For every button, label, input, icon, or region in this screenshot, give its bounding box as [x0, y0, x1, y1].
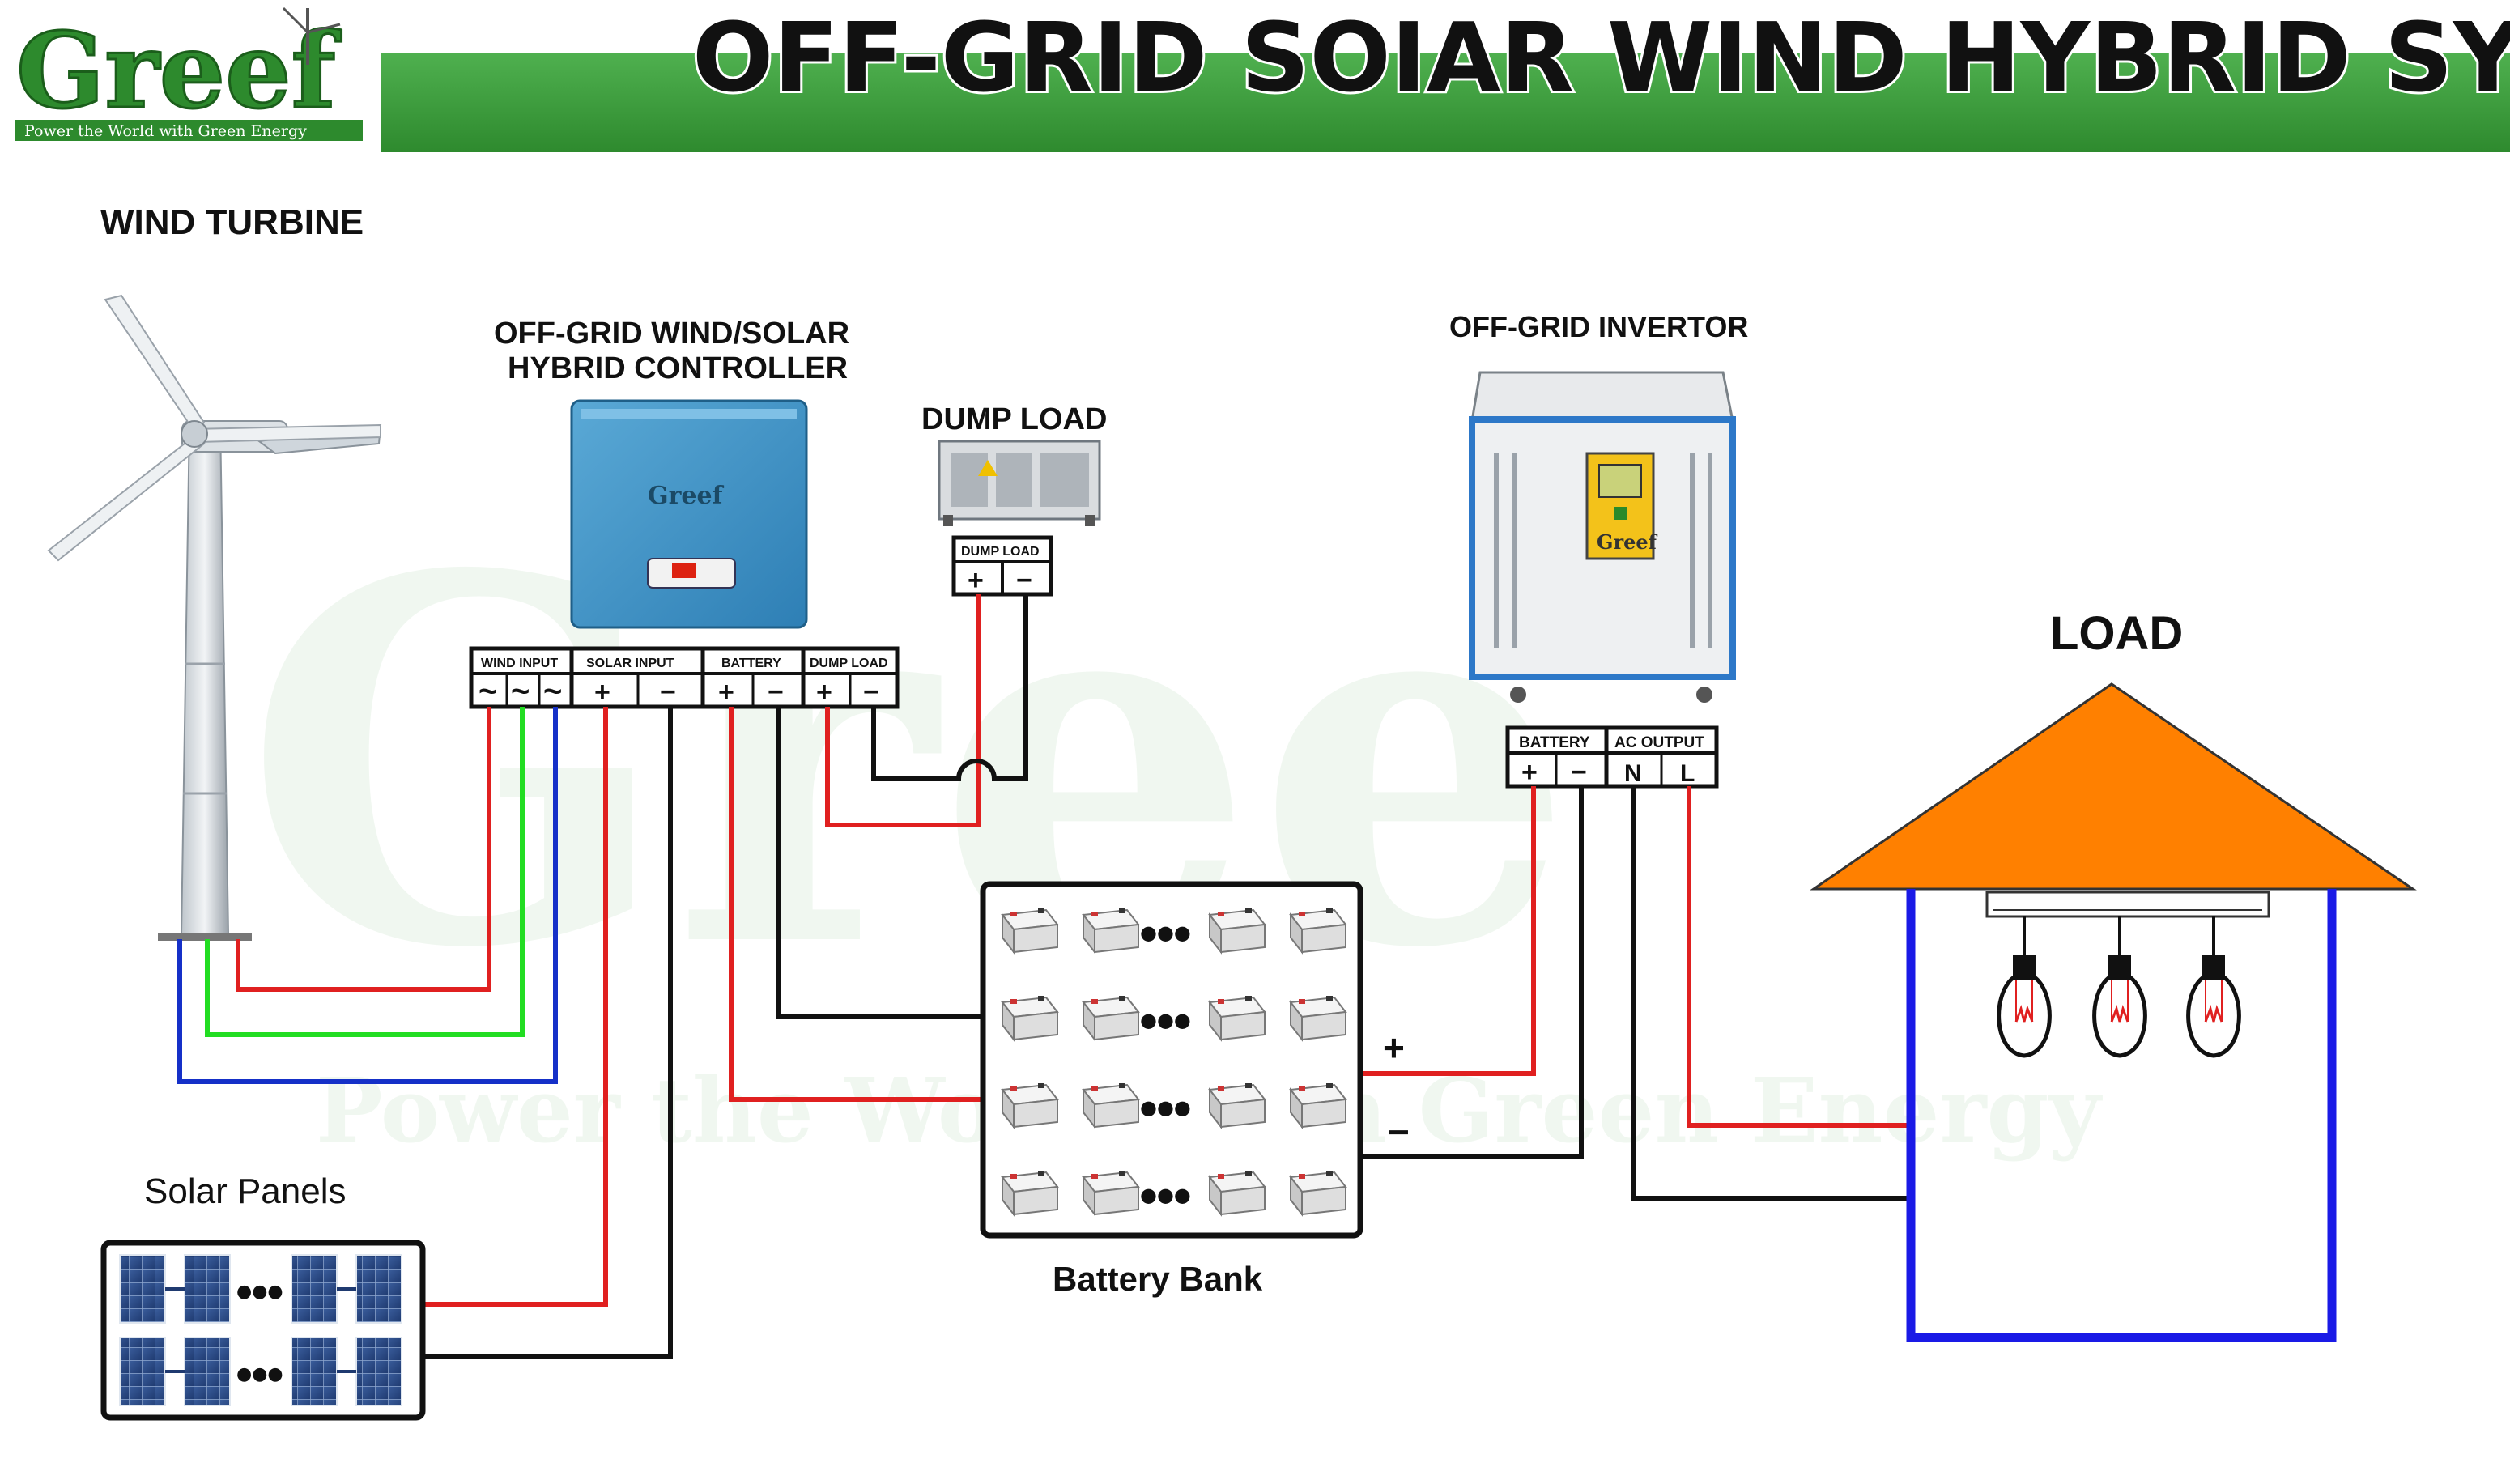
inverter-ac-output-label: AC OUTPUT: [1614, 734, 1704, 751]
battery-icon: [1208, 908, 1266, 955]
solar-input-label: SOLAR INPUT: [586, 657, 674, 670]
battery-icon: [1082, 1171, 1140, 1217]
load-house: [1810, 682, 2417, 1342]
battery-ellipsis: ●●●: [1140, 1096, 1191, 1119]
battery-grid: ●●● ●●● ●●● ●●●: [1001, 908, 1347, 1217]
svg-text:Greef: Greef: [648, 482, 725, 510]
solar-ellipsis-top: ●●●: [236, 1282, 283, 1302]
battery-icon: [1208, 1083, 1266, 1129]
controller-label-line2: HYBRID CONTROLLER: [508, 351, 848, 385]
ac-wire-neutral: [1632, 786, 1908, 1201]
wind-wire-red: [236, 707, 491, 992]
wind-wire-blue: [177, 707, 558, 1084]
battery-icon: [1289, 996, 1347, 1042]
light-bulb-icon: [2186, 916, 2241, 1058]
battery-icon: [1208, 996, 1266, 1042]
light-bulbs: [1997, 916, 2241, 1058]
dump-wire-black: [871, 594, 1028, 781]
wiring: [177, 594, 1908, 1359]
inverter-neutral: N: [1624, 760, 1642, 787]
solar-panels-label: Solar Panels: [144, 1171, 346, 1211]
svg-text:Gree: Gree: [243, 469, 1575, 1058]
light-bulb-icon: [2092, 916, 2147, 1058]
hybrid-controller-device: Greef: [570, 399, 808, 629]
dump-load-label: DUMP LOAD: [921, 402, 1107, 436]
battery-icon: [1082, 996, 1140, 1042]
load-label: LOAD: [2050, 607, 2183, 660]
inverter-plus: +: [1521, 757, 1538, 788]
solar-panel-icon: [119, 1254, 402, 1406]
svg-text:Power the World with Green Ene: Power the World with Green Energy: [24, 122, 307, 140]
house-wall: [1906, 889, 2337, 1342]
svg-text:Greef: Greef: [1597, 530, 1658, 554]
ctrl-battery-wire-red: [729, 707, 983, 1102]
wind-turbine-label: WIND TURBINE: [100, 202, 364, 242]
battery-minus-terminal: −: [768, 677, 784, 708]
wind-wire-green: [205, 707, 525, 1037]
wind-terminal-1: ~: [479, 674, 497, 709]
battery-icon: [1082, 908, 1140, 955]
solar-panel-array: ●●● ●●●: [100, 1240, 426, 1421]
dump-wire-red: [825, 594, 981, 827]
battery-bank: [980, 881, 1363, 1239]
dump-block-label: DUMP LOAD: [961, 545, 1040, 559]
controller-terminal-block: WIND INPUT SOLAR INPUT BATTERY DUMP LOAD…: [469, 646, 900, 709]
controller-battery-label: BATTERY: [721, 657, 781, 670]
inverter-minus: −: [1571, 757, 1587, 788]
battery-ellipsis: ●●●: [1140, 1184, 1191, 1206]
battery-plus-terminal: +: [718, 677, 734, 708]
dump-load-device: [938, 440, 1101, 526]
battery-ellipsis: ●●●: [1140, 1009, 1191, 1031]
solar-plus-terminal: +: [594, 677, 610, 708]
battery-ellipsis: ●●●: [1140, 921, 1191, 944]
solar-wire-black: [423, 707, 673, 1359]
house-roof: [1810, 682, 2417, 891]
inverter-device: Greef: [1469, 371, 1736, 703]
wind-input-label: WIND INPUT: [481, 657, 558, 670]
battery-icon: [1001, 1171, 1059, 1217]
battery-icon: [1289, 908, 1347, 955]
wind-turbine-icon: [47, 294, 382, 941]
battery-icon: [1289, 1083, 1347, 1129]
ac-wire-live: [1687, 786, 1908, 1128]
dump-minus-terminal: −: [863, 677, 879, 708]
inverter-live: L: [1680, 760, 1695, 787]
wind-terminal-3: ~: [543, 674, 562, 709]
solar-ellipsis-bottom: ●●●: [236, 1364, 283, 1384]
header: Greef Power the World with Green Energy …: [0, 0, 2510, 152]
inverter-battery-wire-red: [1360, 786, 1536, 1076]
solar-wire-red: [423, 707, 608, 1307]
svg-text:Greef: Greef: [16, 11, 342, 132]
battery-icon: [1208, 1171, 1266, 1217]
controller-label-line1: OFF-GRID WIND/SOLAR: [494, 317, 849, 351]
ctrl-battery-wire-black: [776, 707, 983, 1019]
battery-icon: [1001, 908, 1059, 955]
battery-plus-marker: +: [1383, 1027, 1405, 1069]
dump-block-plus: +: [968, 565, 984, 596]
inverter-battery-label: BATTERY: [1519, 734, 1590, 751]
brand-logo: Greef Power the World with Green Energy: [15, 6, 363, 141]
inverter-battery-wire-black: [1360, 786, 1584, 1159]
battery-icon: [1001, 996, 1059, 1042]
wind-terminal-2: ~: [511, 674, 530, 709]
controller-dump-load-label: DUMP LOAD: [810, 657, 888, 670]
battery-icon: [1001, 1083, 1059, 1129]
battery-minus-marker: −: [1388, 1111, 1410, 1153]
light-bulb-icon: [1997, 916, 2052, 1058]
dump-block-minus: −: [1016, 565, 1032, 596]
inverter-terminal-block: BATTERY AC OUTPUT + − N L: [1505, 725, 1719, 789]
battery-bank-label: Battery Bank: [1053, 1260, 1263, 1298]
inverter-label: OFF-GRID INVERTOR: [1449, 310, 1748, 343]
dump-load-terminal-block: DUMP LOAD + −: [951, 535, 1053, 597]
header-bar: [0, 53, 2510, 152]
battery-icon: [1082, 1083, 1140, 1129]
solar-minus-terminal: −: [660, 677, 676, 708]
battery-icon: [1289, 1171, 1347, 1217]
page-title: OFF-GRID SOIAR WIND HYBRID SYSTEM: [692, 2, 2510, 113]
dump-plus-terminal: +: [816, 677, 832, 708]
